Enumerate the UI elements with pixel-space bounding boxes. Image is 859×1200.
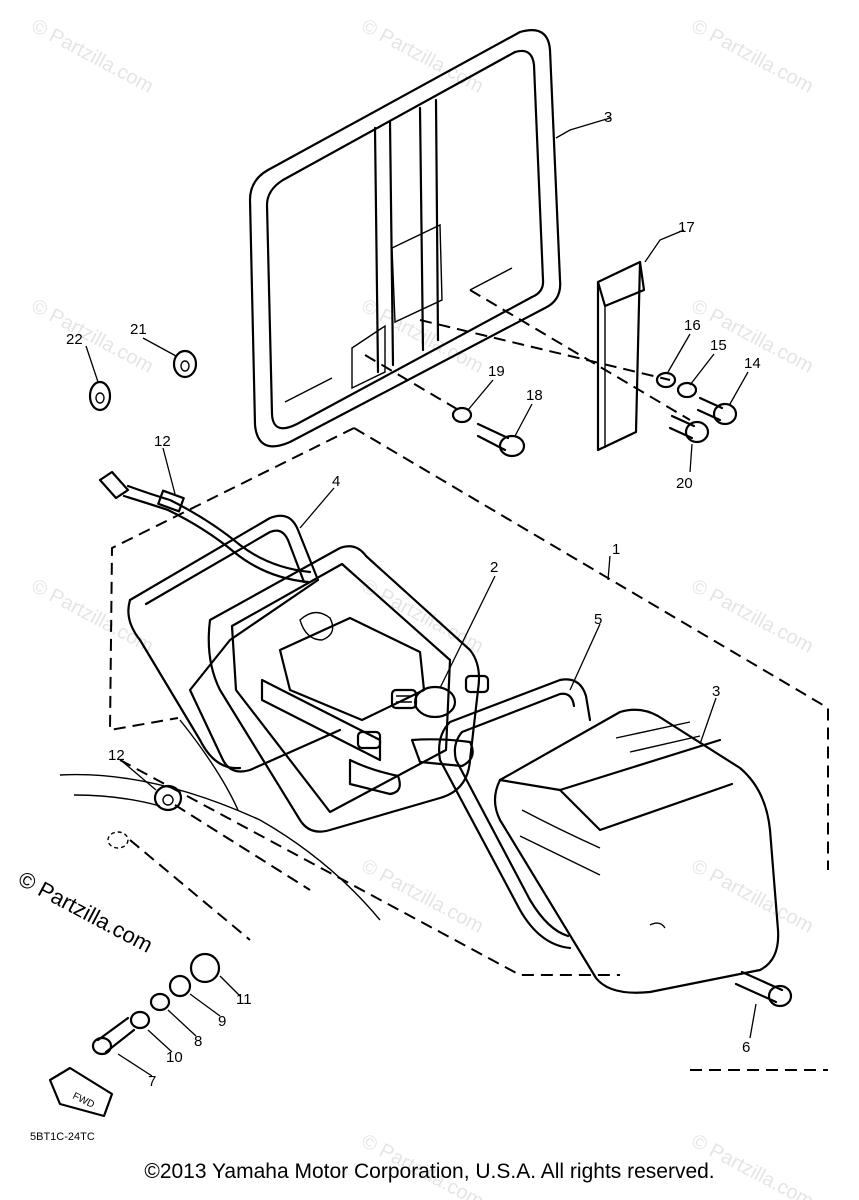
label-4: 4 [332, 473, 340, 490]
front-arrow-icon: FWD [48, 1066, 114, 1118]
taillight-base [207, 545, 490, 833]
label-15: 15 [710, 337, 727, 354]
label-20: 20 [676, 475, 693, 492]
assembly-lines [108, 289, 829, 1071]
figure-code: 5BT1C-24TC [30, 1131, 95, 1143]
label-21: 21 [130, 321, 147, 338]
copyright-footer: ©2013 Yamaha Motor Corporation, U.S.A. A… [144, 1160, 715, 1183]
lens-gasket [438, 678, 592, 950]
label-3-frame: 3 [604, 109, 612, 126]
svg-text:© Partzilla.com: © Partzilla.com [358, 575, 487, 658]
leader-lines [85, 117, 757, 1077]
label-1: 1 [612, 541, 620, 558]
label-11: 11 [236, 991, 252, 1008]
bulb-icon [390, 685, 457, 719]
label-19: 19 [488, 363, 505, 380]
fasteners-upper [88, 349, 738, 458]
label-6: 6 [742, 1039, 750, 1056]
label-3-lens: 3 [712, 683, 720, 700]
label-5: 5 [594, 611, 602, 628]
svg-text:© Partzilla.com: © Partzilla.com [358, 855, 487, 938]
label-10: 10 [166, 1049, 183, 1066]
svg-text:© Partzilla.com: © Partzilla.com [28, 575, 157, 658]
wire-harness [98, 470, 312, 584]
taillight-lens [493, 708, 780, 994]
svg-text:© Partzilla.com: © Partzilla.com [28, 15, 157, 98]
base-gasket [127, 514, 342, 773]
svg-text:© Partzilla.com: © Partzilla.com [688, 855, 817, 938]
label-18: 18 [526, 387, 543, 404]
label-8: 8 [194, 1033, 202, 1050]
license-bracket-frame [248, 29, 562, 448]
stay-plate [596, 260, 646, 452]
label-22: 22 [66, 331, 83, 348]
part-labels: 3 17 21 22 16 15 14 19 18 20 12 4 2 1 5 … [66, 109, 761, 1090]
fender-outline [59, 719, 381, 921]
label-12-harness: 12 [154, 433, 171, 450]
label-7: 7 [148, 1073, 156, 1090]
label-16: 16 [684, 317, 701, 334]
svg-text:© Partzilla.com: © Partzilla.com [688, 15, 817, 98]
fasteners-lower [91, 952, 793, 1056]
label-17: 17 [678, 219, 695, 236]
label-14: 14 [744, 355, 761, 372]
svg-text:© Partzilla.com: © Partzilla.com [688, 575, 817, 658]
label-9: 9 [218, 1013, 226, 1030]
label-12-grommet: 12 [108, 747, 125, 764]
label-2: 2 [490, 559, 498, 576]
